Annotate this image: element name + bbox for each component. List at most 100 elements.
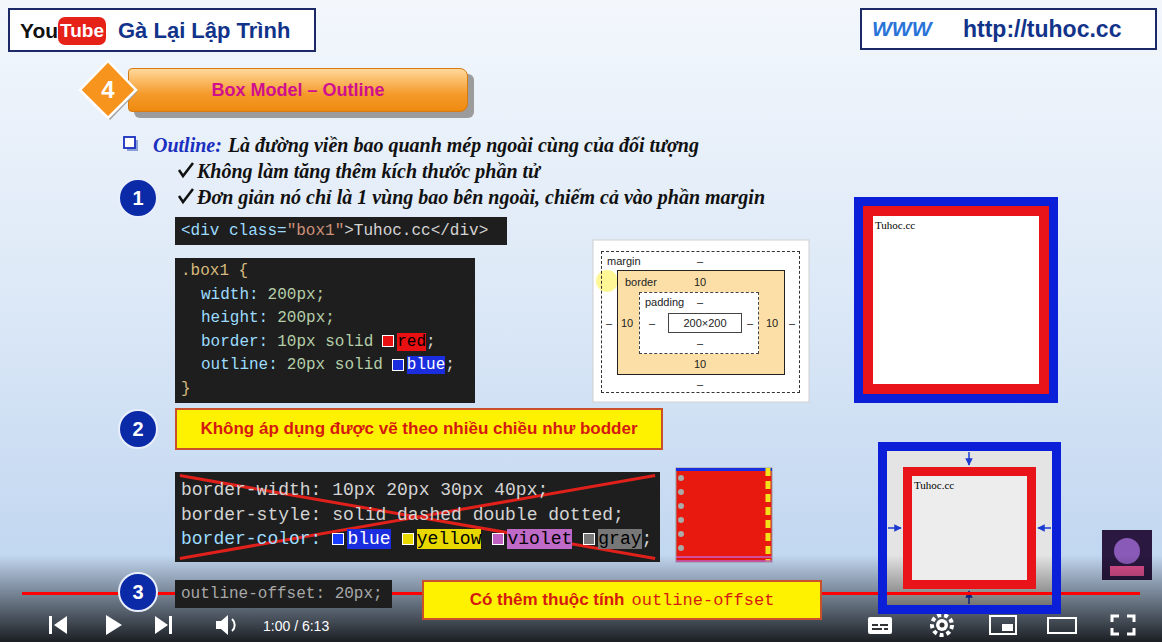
note-text: Có thêm thuộc tính <box>470 590 625 610</box>
preview-text: Tuhoc.cc <box>914 479 954 491</box>
code-line: outline-offset: 20px; <box>181 583 386 605</box>
box-model-label: – <box>789 317 795 329</box>
color-swatch <box>382 335 394 347</box>
preview-text: Tuhoc.cc <box>875 219 915 231</box>
margin-box: margin––––border10101010padding––––200×2… <box>601 251 800 393</box>
note-text: outline-offset <box>632 591 775 610</box>
box-model-card <box>593 240 809 402</box>
step-circle: 3 <box>118 572 158 612</box>
color-swatch <box>402 533 414 545</box>
code-line: height: 200px; <box>181 307 469 331</box>
box-model-label: 10 <box>694 358 706 370</box>
code-block: .box1 {width:200px;height:200px;border:1… <box>175 258 475 403</box>
box-model-label: 10 <box>766 317 778 329</box>
code-line: Tuhoc.cc <box>875 217 1037 231</box>
code-token: 200px; <box>277 309 335 327</box>
bullet-text: Đơn giản nó chỉ là 1 vùng bao bên ngoài,… <box>197 186 765 209</box>
code-token: height: <box>201 309 268 327</box>
url-text: http://tuhoc.cc <box>963 16 1121 43</box>
box-model-label: 200×200 <box>683 317 726 329</box>
step-circle: 2 <box>118 409 158 449</box>
box-model-label: padding <box>645 296 684 308</box>
offset-gap <box>887 451 1052 605</box>
section-title: Box Model – Outline <box>211 80 384 101</box>
bullet-square <box>124 137 138 151</box>
code-token: violet <box>507 529 572 549</box>
bullet-term: Outline: <box>153 134 222 157</box>
color-swatch <box>392 359 404 371</box>
code-line: } <box>181 378 469 402</box>
code-token: .box1 { <box>181 262 248 280</box>
code-token: width: <box>201 286 259 304</box>
section-number: 4 <box>101 76 114 104</box>
logo-box: Tube <box>58 17 106 45</box>
code-token: } <box>181 380 191 398</box>
offset-arrows <box>888 452 1051 604</box>
code-line: border: 10px solid red; <box>181 331 469 355</box>
code-line: outline:20px solidblue; <box>181 354 469 378</box>
channel-box: YouGà Lại Lập TrìnhTube <box>8 8 316 52</box>
code-token: outline: <box>201 356 278 374</box>
bullet-text: Không làm tăng thêm kích thước phần tử <box>197 160 540 183</box>
step-number: 3 <box>132 581 143 604</box>
note-text: Không áp dụng được vẽ theo nhiều chiều n… <box>200 419 637 439</box>
code-line: .box1 { <box>181 260 469 284</box>
check-mark <box>179 163 193 176</box>
step-number: 1 <box>132 187 143 210</box>
code-block: <div class="box1">Tuhoc.cc</div> <box>175 217 507 245</box>
box-model-label: 10 <box>694 276 706 288</box>
video-time: 1:00 / 6:13 <box>263 618 329 634</box>
code-block: border-width: 10px 20px 30px 40px; border… <box>175 472 660 562</box>
code-token: "box1" <box>287 222 345 240</box>
box-model-label: – <box>697 378 703 390</box>
border-demo <box>676 468 772 562</box>
code-token: blue <box>407 356 445 374</box>
code-line: border-color:blueyellowvioletgray; <box>181 527 654 552</box>
box-model-label: – <box>697 296 703 308</box>
step-number: 2 <box>132 418 143 441</box>
logo-text: Tube <box>60 20 104 42</box>
box-model-label: margin <box>607 255 641 267</box>
check-mark <box>179 189 193 202</box>
padding-box: padding––––200×200 <box>639 292 759 354</box>
border-box: border10101010padding––––200×200 <box>617 270 785 375</box>
cursor-highlight <box>596 270 618 292</box>
box-model-label: – <box>649 317 655 329</box>
code-token: blue <box>347 529 390 549</box>
code-token: <div class= <box>181 222 287 240</box>
code-token: 10px solid <box>277 333 373 351</box>
code-token: outline-offset: 20px; <box>181 585 383 603</box>
section-diamond: 4 <box>78 60 138 120</box>
color-swatch <box>332 533 344 545</box>
code-token: border: <box>201 333 268 351</box>
code-line: Tuhoc.cc <box>914 477 1025 491</box>
content-box: 200×200 <box>668 313 742 333</box>
url-text: WWW <box>872 17 931 41</box>
code-token: yellow <box>417 529 482 549</box>
code-token: ; <box>445 356 455 374</box>
box-model-label: – <box>747 317 753 329</box>
code-token: border-style: solid dashed double dotted… <box>181 505 624 525</box>
box-model-label: 10 <box>621 317 633 329</box>
box-model-label: – <box>606 317 612 329</box>
code-token: border-width: 10px 20px 30px 40px; <box>181 480 548 500</box>
bullet-text: Là đường viền bao quanh mép ngoài cùng c… <box>228 134 699 157</box>
code-token: red <box>397 333 426 351</box>
code-line: <div class="box1">Tuhoc.cc</div> <box>181 220 501 242</box>
code-token: gray <box>598 529 641 549</box>
section-band: Box Model – Outline <box>128 68 468 112</box>
code-token: ; <box>426 333 436 351</box>
code-line: border-style: solid dashed double dotted… <box>181 503 654 528</box>
color-swatch <box>492 533 504 545</box>
code-token: border-color: <box>181 529 321 549</box>
code-line: border-width: 10px 20px 30px 40px; <box>181 478 654 503</box>
box-model-label: – <box>697 255 703 267</box>
outline-preview: Tuhoc.cc <box>863 206 1049 394</box>
url-box: WWW http://tuhoc.cc <box>860 8 1157 50</box>
code-token: >Tuhoc.cc</div> <box>344 222 488 240</box>
offset-preview: Tuhoc.cc <box>903 467 1036 589</box>
step-circle: 1 <box>118 178 158 218</box>
note-box: Có thêm thuộc tính outline-offset <box>422 580 822 620</box>
code-token: 200px; <box>268 286 326 304</box>
